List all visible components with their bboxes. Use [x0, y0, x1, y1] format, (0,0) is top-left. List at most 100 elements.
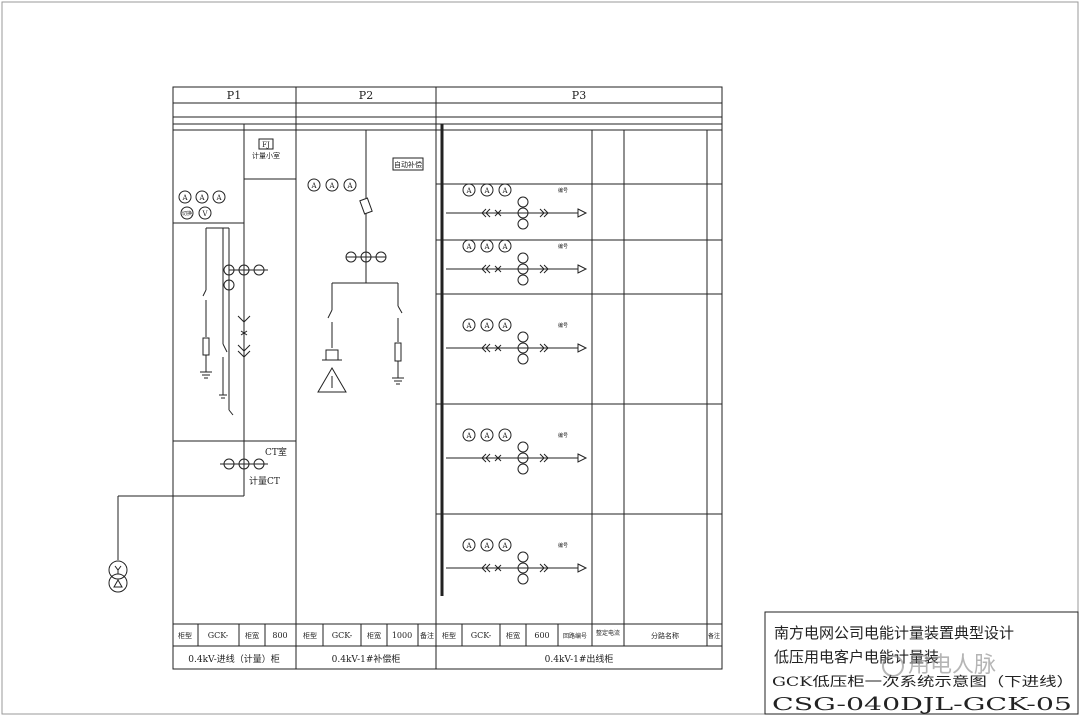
fj-label: FJ	[262, 141, 270, 149]
feeder-5-ammeter-1: A	[462, 538, 476, 552]
svg-text:编号: 编号	[558, 322, 568, 329]
p1-ammeter-3: A	[212, 190, 226, 204]
svg-text:A: A	[465, 542, 472, 550]
feeder-circuit-4: A A A 编号	[446, 428, 588, 475]
title-block	[764, 611, 1079, 715]
p3-grid	[436, 124, 722, 646]
svg-text:A: A	[215, 194, 222, 202]
feeder-5-ammeter-2: A	[480, 538, 494, 552]
panel-frame	[172, 86, 723, 670]
svg-text:A: A	[483, 243, 490, 251]
svg-text:A: A	[483, 322, 490, 330]
svg-text:编号: 编号	[558, 542, 568, 549]
feeder-3-ammeter-3: A	[498, 318, 512, 332]
p3-type-label: 柜型	[442, 631, 456, 640]
svg-text:A: A	[501, 542, 508, 550]
feeder-circuit-5: A A A 编号	[446, 538, 588, 585]
svg-text:A: A	[328, 182, 335, 190]
p2-width: 1000	[392, 631, 412, 640]
svg-text:A: A	[483, 187, 490, 195]
p1-width-label: 柜宽	[245, 631, 259, 640]
svg-text:A: A	[181, 194, 188, 202]
svg-text:A: A	[198, 194, 205, 202]
svg-text:A: A	[501, 187, 508, 195]
p2-ammeter-1: A	[307, 178, 321, 192]
p2-type-label: 柜型	[303, 631, 317, 640]
svg-text:A: A	[501, 432, 508, 440]
panel-header-p3: P3	[572, 89, 586, 102]
p3-remark-label: 备注	[708, 632, 720, 640]
svg-text:A: A	[501, 322, 508, 330]
p2-remark: 备注	[420, 631, 434, 640]
feeder-4-ammeter-3: A	[498, 428, 512, 442]
feeder-1-ammeter-3: A	[498, 183, 512, 197]
svg-text:A: A	[501, 243, 508, 251]
chat-icon	[882, 655, 904, 677]
p1-width: 800	[272, 631, 287, 640]
svg-text:编号: 编号	[558, 432, 568, 439]
p1-model: GCK-	[208, 631, 229, 640]
svg-text:A: A	[465, 243, 472, 251]
label-row-lines	[197, 624, 559, 646]
feeder-circuit-2: A A A 编号	[446, 239, 588, 286]
p1-type-label: 柜型	[178, 631, 192, 640]
feeder-1-ammeter-1: A	[462, 183, 476, 197]
metering-ct-label: 计量CT	[249, 475, 280, 487]
svg-text:编号: 编号	[558, 243, 568, 250]
feeder-2-ammeter-1: A	[462, 239, 476, 253]
svg-text:A: A	[465, 432, 472, 440]
svg-text:V: V	[201, 210, 208, 218]
p2-name: 0.4kV-1#补偿柜	[332, 653, 401, 665]
svg-text:A: A	[483, 432, 490, 440]
p3-width: 600	[534, 631, 549, 640]
feeder-1-ammeter-2: A	[480, 183, 494, 197]
p3-width-label: 柜宽	[506, 631, 520, 640]
p3-name: 0.4kV-1#出线柜	[545, 653, 614, 665]
p3-model: GCK-	[471, 631, 492, 640]
feeder-4-ammeter-2: A	[480, 428, 494, 442]
svg-text:A: A	[483, 542, 490, 550]
fj-box	[258, 138, 274, 150]
svg-text:A: A	[346, 182, 353, 190]
p2-model: GCK-	[332, 631, 353, 640]
svg-text:A: A	[310, 182, 317, 190]
panel-header-p2: P2	[359, 89, 373, 102]
p2-ammeter-2: A	[325, 178, 339, 192]
p1-ammeter-2: A	[195, 190, 209, 204]
auto-comp-label: 自动补偿	[394, 160, 422, 169]
feeder-3-ammeter-1: A	[462, 318, 476, 332]
p1-ammeter-1: A	[178, 190, 192, 204]
p2-width-label: 柜宽	[367, 631, 381, 640]
title-company: 南方电网公司电能计量装置典型设计	[774, 624, 1014, 642]
panel-header-p1: P1	[227, 89, 241, 102]
title-drawing-no: CSG-040DJL-GCK-05	[772, 694, 1072, 715]
p1-switch-meter: 切换	[180, 206, 194, 220]
p2-compensation-circuit	[317, 130, 404, 393]
watermark-text: 用电人脉	[908, 653, 997, 678]
ct-room-label: CT室	[265, 446, 287, 458]
feeder-3-ammeter-2: A	[480, 318, 494, 332]
p1-metering-ct	[117, 441, 268, 560]
svg-text:A: A	[465, 322, 472, 330]
auto-comp-box	[392, 157, 424, 171]
p3-rated-current-label: 整定电流	[596, 629, 620, 637]
feeder-circuit-3: A A A 编号	[446, 318, 588, 365]
svg-text:A: A	[465, 187, 472, 195]
incoming-transformer	[108, 560, 128, 593]
title-drawing: GCK低压柜一次系统示意图（下进线）	[772, 674, 1074, 690]
feeder-4-ammeter-1: A	[462, 428, 476, 442]
svg-text:切换: 切换	[182, 210, 192, 217]
meter-box-label: 计量小室	[252, 151, 280, 160]
p1-incoming-circuit	[200, 227, 268, 441]
watermark: 用电人脉	[882, 647, 996, 679]
p1-voltmeter: V	[198, 206, 212, 220]
p3-branch-name-label: 分路名称	[651, 631, 679, 640]
p1-compartments	[173, 124, 296, 442]
p2-ammeter-3: A	[343, 178, 357, 192]
feeder-5-ammeter-3: A	[498, 538, 512, 552]
p1-name: 0.4kV-进线（计量）柜	[188, 653, 279, 665]
